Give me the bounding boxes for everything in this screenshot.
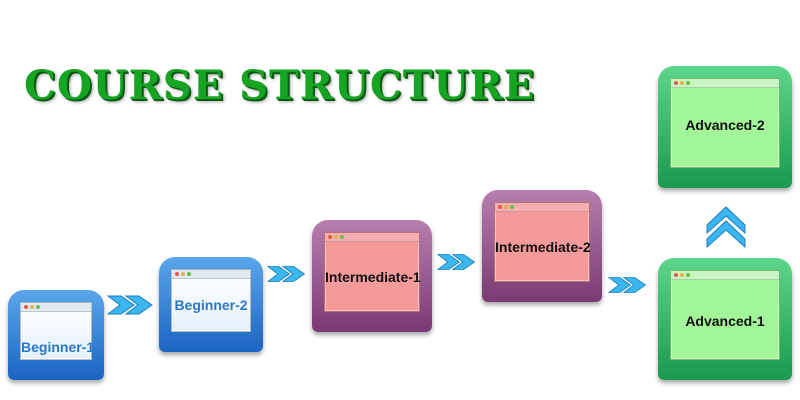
double-chevron-right-icon [608, 277, 647, 293]
step-card-advanced-2: Advanced-2 [658, 66, 792, 188]
step-label: Beginner-2 [174, 297, 248, 313]
window-frame: Beginner-2 [171, 269, 251, 332]
double-chevron-up-icon [706, 206, 746, 248]
window-frame: Intermediate-2 [494, 202, 591, 282]
step-label: Advanced-1 [685, 313, 765, 329]
step-label: Intermediate-1 [325, 269, 421, 285]
step-card-beginner-1: Beginner-1 [8, 290, 104, 380]
course-structure-title: COURSE STRUCTURE [24, 62, 536, 109]
double-chevron-right-icon [107, 295, 153, 315]
window-frame: Advanced-2 [670, 78, 780, 168]
step-label: Advanced-2 [685, 117, 765, 133]
double-chevron-right-icon [437, 254, 476, 270]
window-frame: Beginner-1 [20, 302, 95, 360]
double-chevron-right-icon [267, 266, 306, 282]
window-title-bar [21, 303, 91, 312]
window-title-bar [671, 271, 779, 280]
window-frame: Advanced-1 [670, 270, 780, 360]
window-title-bar [172, 270, 250, 279]
window-title-bar [325, 233, 419, 242]
step-card-advanced-1: Advanced-1 [658, 258, 792, 380]
window-title-bar [671, 79, 779, 88]
step-label: Beginner-1 [21, 339, 95, 355]
step-card-intermediate-2: Intermediate-2 [482, 190, 602, 302]
step-card-intermediate-1: Intermediate-1 [312, 220, 432, 332]
step-label: Intermediate-2 [495, 239, 591, 255]
window-title-bar [495, 203, 589, 212]
window-frame: Intermediate-1 [324, 232, 421, 312]
step-card-beginner-2: Beginner-2 [159, 257, 263, 352]
